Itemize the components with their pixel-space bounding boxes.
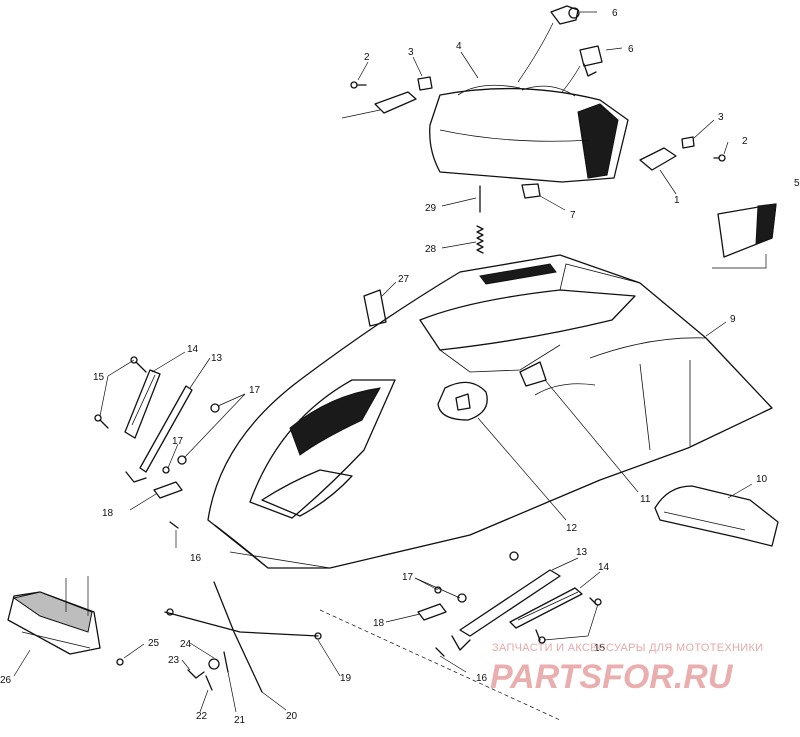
callout-21: 21	[234, 715, 246, 726]
callout-14: 14	[187, 344, 199, 355]
callout-13: 13	[576, 547, 588, 558]
callout-28: 28	[425, 244, 437, 255]
callout-15: 15	[594, 643, 606, 654]
callout-18: 18	[373, 618, 385, 629]
callout-13: 13	[211, 353, 223, 364]
callout-27: 27	[398, 274, 410, 285]
callout-1: 1	[674, 195, 680, 206]
clip-27	[363, 289, 387, 327]
leader-lines	[13, 11, 753, 713]
callout-6: 6	[628, 44, 634, 55]
mount-bracket-left	[350, 76, 433, 114]
spring-28	[476, 225, 484, 254]
callout-10: 10	[756, 474, 768, 485]
callout-25: 25	[148, 638, 160, 649]
watermark: ЗАПЧАСТИ И АКСЕССУАРЫ ДЛЯ МОТОТЕХНИКИ PA…	[490, 642, 763, 696]
callout-22: 22	[196, 711, 208, 722]
callout-12: 12	[566, 523, 578, 534]
mat-10	[654, 485, 779, 547]
callout-18: 18	[102, 508, 114, 519]
callout-14: 14	[598, 562, 610, 573]
callout-24: 24	[180, 639, 192, 650]
hood-grommet-12	[437, 381, 488, 421]
callout-2: 2	[364, 52, 370, 63]
callout-17: 17	[402, 572, 414, 583]
callout-19: 19	[340, 673, 352, 684]
callout-16: 16	[190, 553, 202, 564]
callout-17: 17	[172, 436, 184, 447]
latch-hardware	[116, 651, 229, 691]
lower-bracket-26	[7, 576, 101, 655]
bracket-right-set	[417, 551, 602, 657]
callout-5: 5	[794, 178, 800, 189]
watermark-tagline: ЗАПЧАСТИ И АКСЕССУАРЫ ДЛЯ МОТОТЕХНИКИ	[492, 642, 763, 654]
bulb-socket-lower	[579, 45, 603, 77]
headlight-housing	[429, 84, 629, 183]
callout-29: 29	[425, 203, 437, 214]
hood-vent-flap-11	[519, 361, 547, 387]
bracket-left-set	[94, 356, 220, 529]
support-rod-19	[164, 581, 322, 693]
centerline	[319, 609, 561, 721]
callout-17: 17	[249, 385, 261, 396]
callout-3: 3	[408, 47, 414, 58]
callout-3: 3	[718, 112, 724, 123]
callout-9: 9	[730, 314, 736, 325]
callout-11: 11	[640, 494, 651, 505]
callout-labels: 6 6 4 3 2 3 2 1 5 7 29 28 27 9 10 11 12 …	[0, 8, 800, 726]
mount-bracket-right	[639, 136, 726, 171]
clip-7	[521, 183, 541, 199]
callout-7: 7	[570, 210, 576, 221]
callout-2: 2	[742, 136, 748, 147]
callout-23: 23	[168, 655, 180, 666]
bulb-socket-upper	[550, 5, 580, 25]
callout-4: 4	[456, 41, 462, 52]
callout-26: 26	[0, 675, 12, 686]
callout-20: 20	[286, 711, 298, 722]
callout-6: 6	[612, 8, 618, 19]
watermark-logo: PARTSFOR.RU	[490, 658, 734, 696]
hood-body	[207, 254, 773, 569]
callout-15: 15	[93, 372, 105, 383]
callout-16: 16	[476, 673, 488, 684]
